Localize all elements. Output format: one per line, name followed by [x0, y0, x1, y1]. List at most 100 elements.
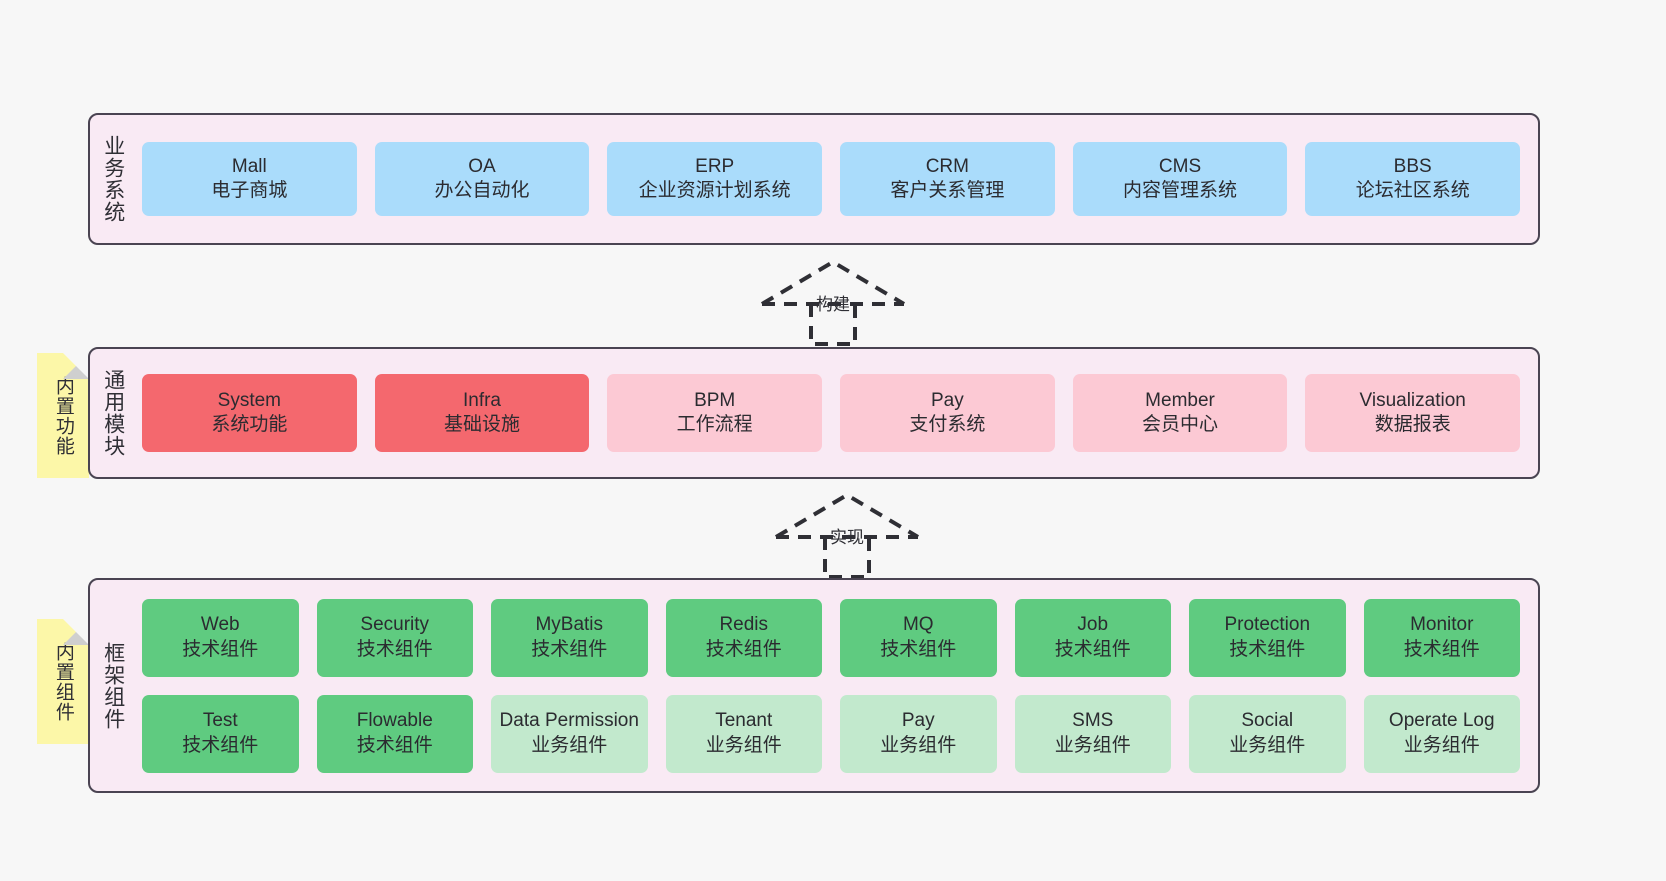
sticky-note-builtin-features: 内置功能	[37, 353, 89, 478]
node-subtitle: 业务组件	[531, 734, 608, 756]
node-subtitle: 业务组件	[880, 734, 957, 756]
node-test[interactable]: Test 技术组件	[142, 694, 299, 773]
node-pay[interactable]: Pay 支付系统	[840, 374, 1055, 452]
arrow-shaft	[809, 304, 857, 346]
node-row: Test 技术组件 Flowable 技术组件 Data Permission …	[142, 694, 1520, 773]
node-tenant[interactable]: Tenant 业务组件	[665, 694, 822, 773]
node-title: Job	[1077, 614, 1109, 636]
node-mq[interactable]: MQ 技术组件	[840, 598, 997, 677]
sticky-note-label: 内置功能	[52, 375, 74, 456]
connector-label-implement: 实现	[830, 528, 864, 547]
node-subtitle: 技术组件	[1403, 638, 1480, 660]
node-crm[interactable]: CRM 客户关系管理	[840, 142, 1055, 216]
node-title: Data Permission	[499, 710, 639, 732]
node-subtitle: 电子商城	[211, 180, 288, 201]
node-subtitle: 客户关系管理	[890, 180, 1005, 201]
node-subtitle: 技术组件	[1054, 638, 1131, 660]
node-title: Infra	[462, 389, 502, 411]
connector-build: 构建	[758, 258, 908, 346]
node-title: Mall	[231, 155, 267, 177]
arrowhead-left-right-strokes	[774, 492, 920, 539]
node-pay-component[interactable]: Pay 业务组件	[840, 694, 997, 773]
node-title: Pay	[901, 710, 935, 732]
node-oa[interactable]: OA 办公自动化	[374, 142, 590, 216]
node-security[interactable]: Security 技术组件	[316, 598, 473, 677]
layer-body-common-module: System 系统功能 Infra 基础设施 BPM 工作流程 Pay 支付系统…	[136, 349, 1538, 477]
connector-label-build: 构建	[816, 295, 850, 314]
node-title: Monitor	[1410, 614, 1474, 636]
arrow-shaft	[823, 537, 871, 579]
node-subtitle: 技术组件	[182, 734, 259, 756]
node-subtitle: 工作流程	[676, 414, 753, 435]
node-title: Flowable	[356, 710, 433, 732]
node-subtitle: 论坛社区系统	[1355, 180, 1470, 201]
node-row: Web 技术组件 Security 技术组件 MyBatis 技术组件 Redi…	[142, 598, 1520, 677]
node-title: Visualization	[1359, 389, 1466, 411]
layer-label-framework-component: 框架组件	[101, 641, 125, 730]
node-title: Operate Log	[1388, 710, 1495, 732]
layer-business-system: 业务系统 Mall 电子商城 OA 办公自动化 ERP 企业资源计划系统 CRM…	[88, 113, 1540, 245]
node-title: Test	[202, 710, 238, 732]
node-flowable[interactable]: Flowable 技术组件	[316, 694, 473, 773]
arrowhead-left-right-strokes	[760, 259, 906, 306]
node-subtitle: 企业资源计划系统	[638, 180, 791, 201]
node-title: BPM	[694, 389, 736, 411]
node-title: Protection	[1224, 614, 1311, 636]
layer-framework-component: 框架组件 Web 技术组件 Security 技术组件 MyBatis 技术组件…	[88, 578, 1540, 793]
node-subtitle: 技术组件	[356, 638, 433, 660]
node-title: BBS	[1393, 155, 1432, 177]
layer-label-common-module: 通用模块	[101, 369, 125, 457]
node-mybatis[interactable]: MyBatis 技术组件	[491, 598, 648, 677]
node-subtitle: 基础设施	[444, 414, 521, 435]
node-visualization[interactable]: Visualization 数据报表	[1305, 374, 1521, 452]
node-member[interactable]: Member 会员中心	[1072, 374, 1288, 452]
node-subtitle: 支付系统	[909, 414, 986, 435]
layer-common-module: 通用模块 System 系统功能 Infra 基础设施 BPM 工作流程 Pay…	[88, 347, 1540, 479]
node-social[interactable]: Social 业务组件	[1189, 694, 1346, 773]
node-system[interactable]: System 系统功能	[142, 374, 357, 452]
sticky-note-label: 内置组件	[52, 641, 74, 722]
node-job[interactable]: Job 技术组件	[1014, 598, 1171, 677]
node-mall[interactable]: Mall 电子商城	[142, 142, 357, 216]
node-subtitle: 内容管理系统	[1123, 180, 1238, 201]
node-subtitle: 办公自动化	[434, 180, 530, 201]
layer-label-business-system: 业务系统	[101, 135, 125, 223]
node-title: OA	[468, 155, 496, 177]
node-row: System 系统功能 Infra 基础设施 BPM 工作流程 Pay 支付系统…	[142, 374, 1521, 452]
node-subtitle: 业务组件	[1229, 734, 1306, 756]
node-title: CRM	[925, 155, 969, 177]
node-redis[interactable]: Redis 技术组件	[665, 598, 822, 677]
node-bpm[interactable]: BPM 工作流程	[607, 374, 823, 452]
node-title: System	[217, 389, 282, 411]
node-erp[interactable]: ERP 企业资源计划系统	[607, 142, 823, 216]
node-title: Pay	[930, 389, 964, 411]
node-infra[interactable]: Infra 基础设施	[374, 374, 590, 452]
node-subtitle: 技术组件	[1229, 638, 1306, 660]
layer-body-business-system: Mall 电子商城 OA 办公自动化 ERP 企业资源计划系统 CRM 客户关系…	[136, 115, 1538, 243]
node-subtitle: 技术组件	[705, 638, 782, 660]
node-protection[interactable]: Protection 技术组件	[1189, 598, 1346, 677]
node-subtitle: 数据报表	[1374, 414, 1451, 435]
node-title: SMS	[1072, 710, 1114, 732]
node-subtitle: 技术组件	[182, 638, 259, 660]
node-title: Redis	[719, 614, 769, 636]
node-operate-log[interactable]: Operate Log 业务组件	[1363, 694, 1520, 773]
node-subtitle: 系统功能	[211, 414, 288, 435]
node-title: MQ	[902, 614, 934, 636]
connector-implement: 实现	[772, 491, 922, 579]
node-subtitle: 业务组件	[1054, 734, 1131, 756]
node-data-permission[interactable]: Data Permission 业务组件	[491, 694, 648, 773]
node-title: Security	[360, 614, 430, 636]
node-web[interactable]: Web 技术组件	[142, 598, 299, 677]
node-bbs[interactable]: BBS 论坛社区系统	[1305, 142, 1521, 216]
node-cms[interactable]: CMS 内容管理系统	[1072, 142, 1288, 216]
node-subtitle: 会员中心	[1142, 414, 1219, 435]
node-subtitle: 业务组件	[1403, 734, 1480, 756]
node-monitor[interactable]: Monitor 技术组件	[1363, 598, 1520, 677]
node-sms[interactable]: SMS 业务组件	[1014, 694, 1171, 773]
node-title: Web	[200, 614, 240, 636]
node-title: ERP	[695, 155, 735, 177]
node-subtitle: 业务组件	[705, 734, 782, 756]
node-title: MyBatis	[535, 614, 604, 636]
